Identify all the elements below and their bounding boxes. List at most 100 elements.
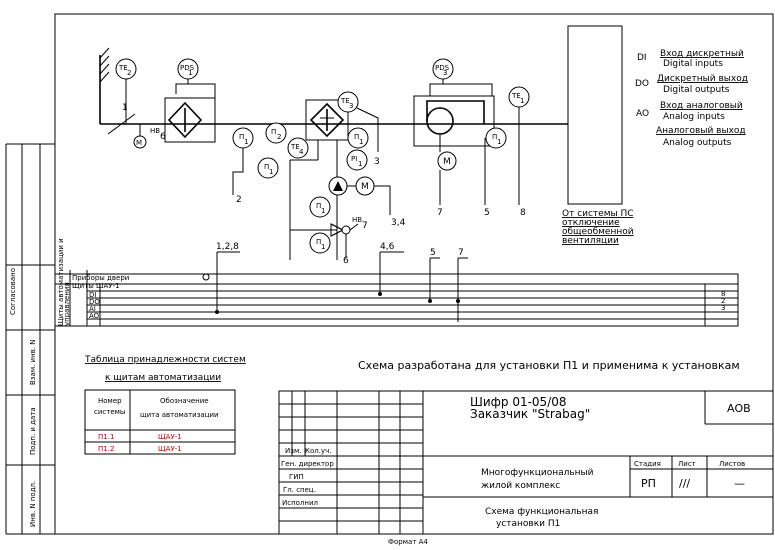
pi1-sensor: PI 1 [346, 149, 368, 171]
callout-8: 8 [520, 208, 526, 218]
callout-3: 3 [374, 157, 380, 167]
p1g-text: П [492, 133, 497, 141]
stamp-customer: Заказчик "Strabag" [470, 407, 590, 421]
callout-46: 4,6 [380, 242, 395, 252]
te2-sub: 2 [127, 69, 131, 77]
stamp-gip: ГИП [289, 473, 304, 481]
io-table: DI DO AI AO Приборы двери Щиты ШАУ-1 Щит… [54, 238, 739, 327]
legend-di-code: DI [637, 53, 647, 63]
pump-motor-letter: M [361, 182, 369, 192]
p1a-text: П [239, 133, 244, 141]
callout-7b: 7 [458, 248, 464, 258]
nv6-number: 6 [160, 132, 166, 142]
format-label: Формат А4 [388, 538, 428, 546]
pi1-sub: 1 [358, 160, 362, 168]
pds1-sub: 1 [188, 69, 192, 77]
p2a-text: П [271, 128, 276, 136]
pds1-text: PDS [180, 64, 195, 72]
nv7-label: НВ [352, 216, 362, 224]
p1a-sensor: П 1 2 [232, 127, 254, 205]
stamp-sheet: /// [679, 477, 690, 490]
te4-text: TE [290, 143, 300, 151]
wall-hatch [99, 47, 110, 124]
p1c-text: П [354, 133, 359, 141]
te1-sub: 1 [520, 97, 524, 105]
te1-text: TE [511, 92, 521, 100]
callout-2: 2 [236, 195, 242, 205]
legend-di-en: Digital inputs [663, 59, 723, 69]
fire-note-line1: От системы ПС [562, 209, 634, 219]
legend-ao-ru: Аналоговый выход [656, 126, 746, 136]
own-col1-b: системы [94, 408, 125, 416]
io-row-ai: AI [89, 305, 96, 313]
title-block: Шифр 01-05/08 Заказчик "Strabag" АОВ Изм… [278, 390, 774, 535]
legend-ao-en: Analog outputs [663, 138, 732, 148]
stamp-izm: Изм. [285, 447, 301, 455]
te4-sub: 4 [299, 148, 304, 156]
legend-di-ru: Вход дискретный [660, 49, 744, 59]
fire-note-line2: отключение [562, 218, 620, 228]
callout-5: 5 [484, 208, 490, 218]
pi1-text: PI [351, 155, 357, 163]
controller-box [567, 25, 623, 205]
stamp-sheets: — [734, 477, 745, 490]
own-col2-b: щита автоматизации [140, 411, 219, 419]
side-strip: Согласовано Взам. инв. N Подп. и дата Ин… [6, 143, 55, 534]
fan-motor-circle [437, 151, 457, 171]
own-row1-panel: ЩАУ-1 [158, 433, 182, 441]
inlet-damper: M НВ 6 [107, 113, 166, 149]
fire-alarm-note: От системы ПС отключение общеобменной ве… [562, 209, 634, 246]
heater-piping [289, 140, 338, 260]
supply-fan: M 7 [413, 95, 495, 218]
nv7-number: 7 [362, 221, 368, 231]
p1g-sub: 1 [497, 138, 501, 146]
io-count-3: 3 [721, 304, 725, 312]
stamp-title2: установки П1 [496, 519, 560, 529]
fire-note-line4: вентиляции [562, 236, 619, 246]
ownership-title1: Таблица принадлежности систем [84, 355, 246, 365]
te3-sensor: TE 3 3 [337, 91, 380, 167]
stamp-gen-dir: Ген. директор [281, 460, 334, 468]
te2-text: TE [118, 64, 128, 72]
own-row2-sys: П1.2 [98, 445, 114, 453]
stamp-project2: жилой комплекс [481, 481, 560, 491]
ownership-table: Таблица принадлежности систем к щитам ав… [84, 355, 246, 455]
p1d-sensor: П 1 [309, 196, 331, 218]
pds3-text: PDS [435, 64, 450, 72]
p1b-sensor: П 1 [257, 157, 279, 179]
io-row-do: DO [89, 298, 100, 306]
te2-sensor: TE 2 1 [115, 58, 137, 124]
p1b-text: П [264, 163, 269, 171]
callout-34: 3,4 [391, 218, 406, 228]
side-vzam-label: Взам. инв. N [29, 340, 37, 385]
filter-1: PDS 1 [164, 58, 216, 143]
p1d-sub: 1 [321, 207, 325, 215]
te4-sensor: TE 4 [287, 137, 309, 159]
damper-motor-letter: M [136, 139, 142, 147]
own-col1-a: Номер [98, 397, 122, 405]
p1c-sensor: П 1 [347, 127, 369, 149]
io-side-b: управления [63, 282, 71, 326]
own-row1-sys: П1.1 [98, 433, 114, 441]
p1b-sub: 1 [269, 168, 273, 176]
p1c-sub: 1 [359, 138, 363, 146]
stamp-sheets-header: Листов [719, 460, 745, 468]
pds3-sub: 3 [443, 69, 447, 77]
stamp-title1: Схема функциональная [485, 507, 598, 517]
fire-note-line3: общеобменной [562, 227, 634, 237]
stamp-koluch: Кол.уч. [305, 447, 331, 455]
p1e-sub: 1 [321, 243, 325, 251]
stamp-gl-spec: Гл. спец. [283, 486, 316, 494]
callout-7-fan: 7 [437, 208, 443, 218]
stamp-org: АОВ [727, 402, 751, 415]
io-legend: DI Вход дискретный Digital inputs DO Дис… [635, 49, 748, 148]
p2a-sub: 2 [277, 133, 281, 141]
callout-5b: 5 [430, 248, 436, 258]
ownership-title2: к щитам автоматизации [105, 373, 221, 383]
te3-sub: 3 [349, 102, 353, 110]
own-row2-panel: ЩАУ-1 [158, 445, 182, 453]
own-col2-a: Обозначение [160, 397, 209, 405]
callout-6: 6 [343, 256, 349, 266]
legend-ai-en: Analog inputs [663, 112, 725, 122]
